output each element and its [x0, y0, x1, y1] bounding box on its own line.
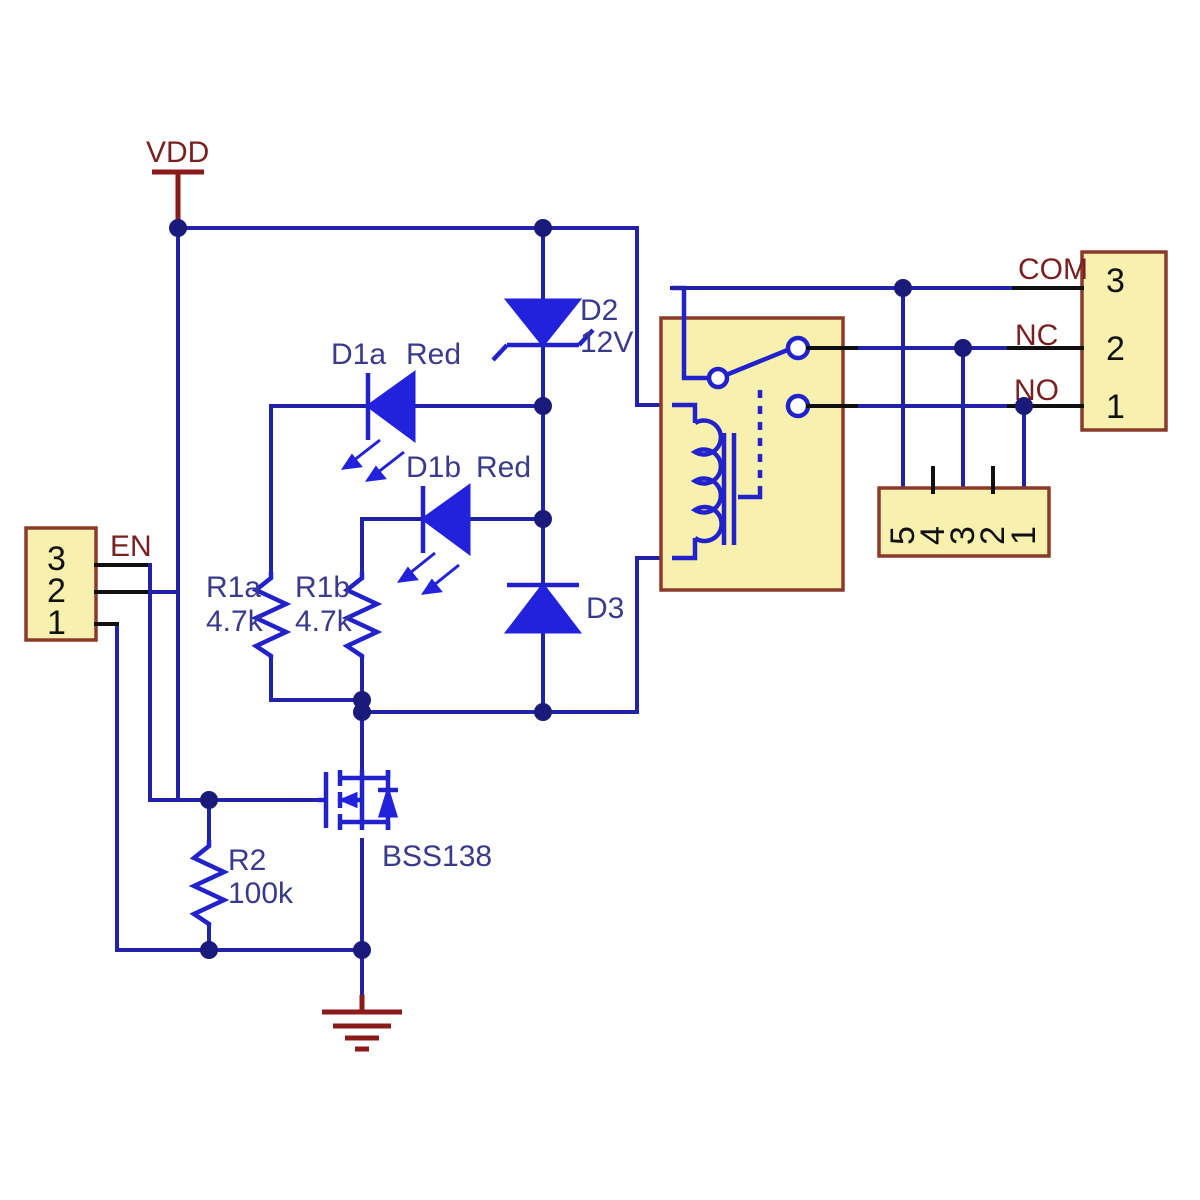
- junction-vdd: [169, 219, 187, 237]
- vdd-power-symbol: [152, 169, 204, 228]
- input-header-body[interactable]: [24, 526, 98, 642]
- mosfet-ref: BSS138: [382, 840, 492, 873]
- relay-header-pin-3: 3: [1106, 262, 1125, 300]
- screw-pin-4-label: 4: [914, 526, 952, 545]
- led-d1a: [340, 370, 416, 482]
- junction-no: [1015, 397, 1033, 415]
- r1a-value: 4.7k: [206, 605, 264, 638]
- screw-pin-3-label: 3: [944, 526, 982, 545]
- d1b-ref: D1b: [406, 451, 461, 484]
- screw-pin-2-label: 2: [974, 526, 1012, 545]
- resistor-r1b: [341, 572, 383, 658]
- junction-gnd-r2: [200, 941, 218, 959]
- screw-pin-5-label: 5: [884, 526, 922, 545]
- led-d1b: [396, 483, 471, 595]
- junction-d3-bottom: [534, 703, 552, 721]
- screw-pin-1-label: 1: [1005, 526, 1043, 545]
- d2-ref: D2: [580, 294, 618, 327]
- mosfet-bss138: [318, 770, 399, 830]
- d1a-type: Red: [406, 338, 461, 371]
- d1a-ref: D1a: [331, 338, 386, 371]
- ground-symbol: [322, 948, 402, 1052]
- r2-ref: R2: [228, 844, 266, 877]
- screw-terminal-body[interactable]: [877, 486, 1051, 558]
- input-header-pin-3: 3: [47, 540, 66, 578]
- d1b-type: Red: [476, 451, 531, 484]
- resistor-r2: [188, 840, 230, 926]
- zener-d2: [491, 298, 595, 362]
- r1b-ref: R1b: [295, 571, 350, 604]
- r2-value: 100k: [228, 877, 294, 910]
- junction-r1b-bot: [353, 703, 371, 721]
- relay-header-pin-2: 2: [1106, 330, 1125, 368]
- relay-com-contact: [706, 366, 730, 390]
- relay-output-header-body[interactable]: [1080, 250, 1168, 432]
- r1b-value: 4.7k: [295, 605, 353, 638]
- input-header-pin-2: 2: [47, 572, 66, 610]
- diode-d3: [503, 582, 583, 634]
- junction-d2-top: [534, 219, 552, 237]
- com-label: COM: [1018, 253, 1088, 286]
- wire-r1a-bottom: [269, 656, 364, 702]
- junction-dots: [169, 219, 1033, 959]
- junction-gate: [200, 791, 218, 809]
- relay-body: [659, 316, 845, 592]
- junction-d1a: [534, 397, 552, 415]
- resistor-r1a: [250, 572, 292, 658]
- r1a-ref: R1a: [206, 571, 261, 604]
- relay-header-pin-1: 1: [1106, 388, 1125, 426]
- input-header-pin-1: 1: [47, 604, 66, 642]
- junction-gnd-src: [353, 941, 371, 959]
- d2-value: 12V: [580, 326, 633, 359]
- junction-nc: [954, 339, 972, 357]
- relay-nc-contact: [785, 335, 811, 361]
- en-label: EN: [110, 530, 152, 563]
- vdd-label: VDD: [146, 136, 209, 169]
- d3-ref: D3: [586, 592, 624, 625]
- relay-no-contact: [785, 393, 811, 419]
- junction-d1b: [534, 510, 552, 528]
- junction-com: [894, 279, 912, 297]
